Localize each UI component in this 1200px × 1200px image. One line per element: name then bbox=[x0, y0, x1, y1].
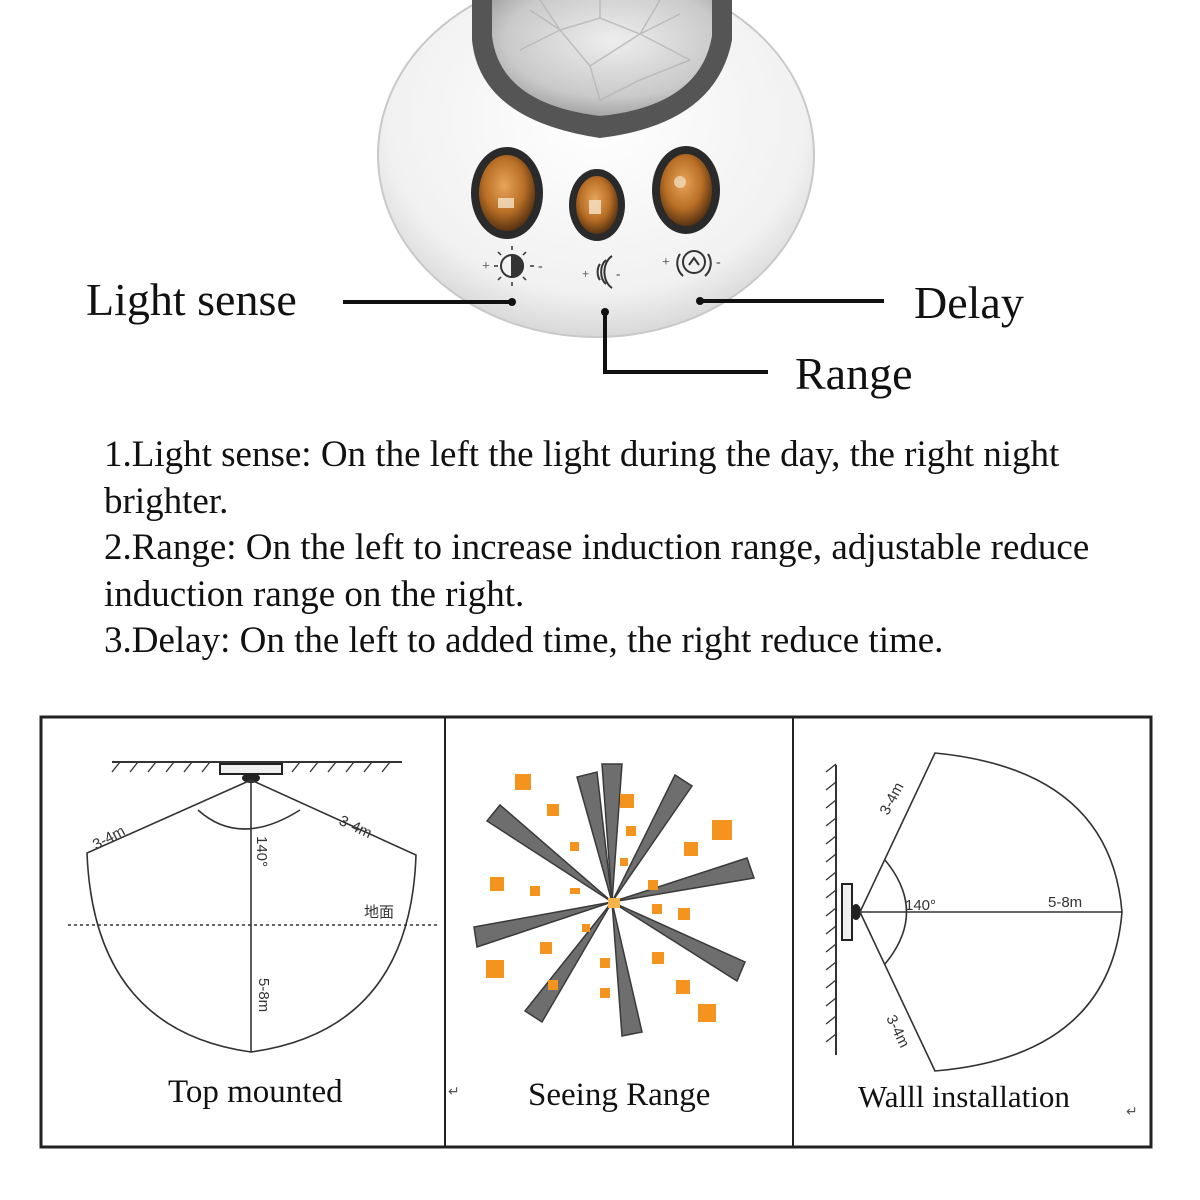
knob-delay bbox=[652, 146, 720, 234]
description-line-2: 2.Range: On the left to increase inducti… bbox=[104, 527, 1090, 615]
svg-text:+: + bbox=[582, 266, 589, 281]
wall-distance-label: 5-8m bbox=[1048, 894, 1082, 911]
svg-text:-: - bbox=[716, 255, 721, 270]
knob-range bbox=[569, 169, 625, 241]
callout-light-sense: Light sense bbox=[86, 274, 297, 325]
wave-range-icon: + - bbox=[582, 255, 620, 289]
svg-text:-: - bbox=[538, 259, 543, 274]
top-side-right-label: 3-4m bbox=[336, 812, 374, 842]
panels-frame bbox=[39, 715, 1153, 1149]
sensor-device-illustration: + - + - + - bbox=[343, 0, 884, 374]
knob-light-sense bbox=[471, 147, 543, 239]
description-line-3: 3.Delay: On the left to added time, the … bbox=[104, 620, 944, 661]
svg-text:+: + bbox=[482, 259, 490, 274]
callout-delay: Delay bbox=[914, 277, 1024, 328]
description-block: 1.Light sense: On the left the light dur… bbox=[104, 432, 1164, 665]
return-mark-1: ↵ bbox=[448, 1084, 460, 1100]
wall-side-bottom-label: 3-4m bbox=[882, 1012, 912, 1050]
leader-range bbox=[603, 312, 768, 374]
detection-rays bbox=[473, 763, 756, 1037]
top-angle-label: 140° bbox=[253, 836, 270, 867]
top-side-left-label: 3-4m bbox=[90, 822, 128, 853]
sun-moon-icon: + - bbox=[482, 246, 543, 286]
caption-seeing-range: Seeing Range bbox=[528, 1077, 711, 1113]
wall-installation-diagram bbox=[825, 752, 1123, 1072]
top-mounted-diagram bbox=[68, 761, 440, 1053]
return-mark-2: ↵ bbox=[1126, 1104, 1138, 1120]
caption-top-mounted: Top mounted bbox=[168, 1074, 343, 1110]
seeing-range-diagram bbox=[473, 763, 756, 1037]
callout-range: Range bbox=[795, 348, 913, 399]
svg-text:-: - bbox=[616, 266, 620, 281]
installation-panels: 3-4m 3-4m 140° 5-8m 地面 bbox=[39, 715, 1153, 1149]
caption-wall-installation: Walll installation bbox=[858, 1079, 1070, 1114]
wall-angle-label: 140° bbox=[905, 897, 936, 914]
wall-side-top-label: 3-4m bbox=[877, 780, 908, 818]
detection-dots bbox=[486, 774, 732, 1022]
clock-cycle-icon: + - bbox=[662, 250, 721, 277]
top-ground-label: 地面 bbox=[364, 904, 394, 921]
svg-text:+: + bbox=[662, 255, 670, 270]
top-depth-label: 5-8m bbox=[255, 978, 272, 1012]
description-line-1: 1.Light sense: On the left the light dur… bbox=[104, 434, 1060, 522]
